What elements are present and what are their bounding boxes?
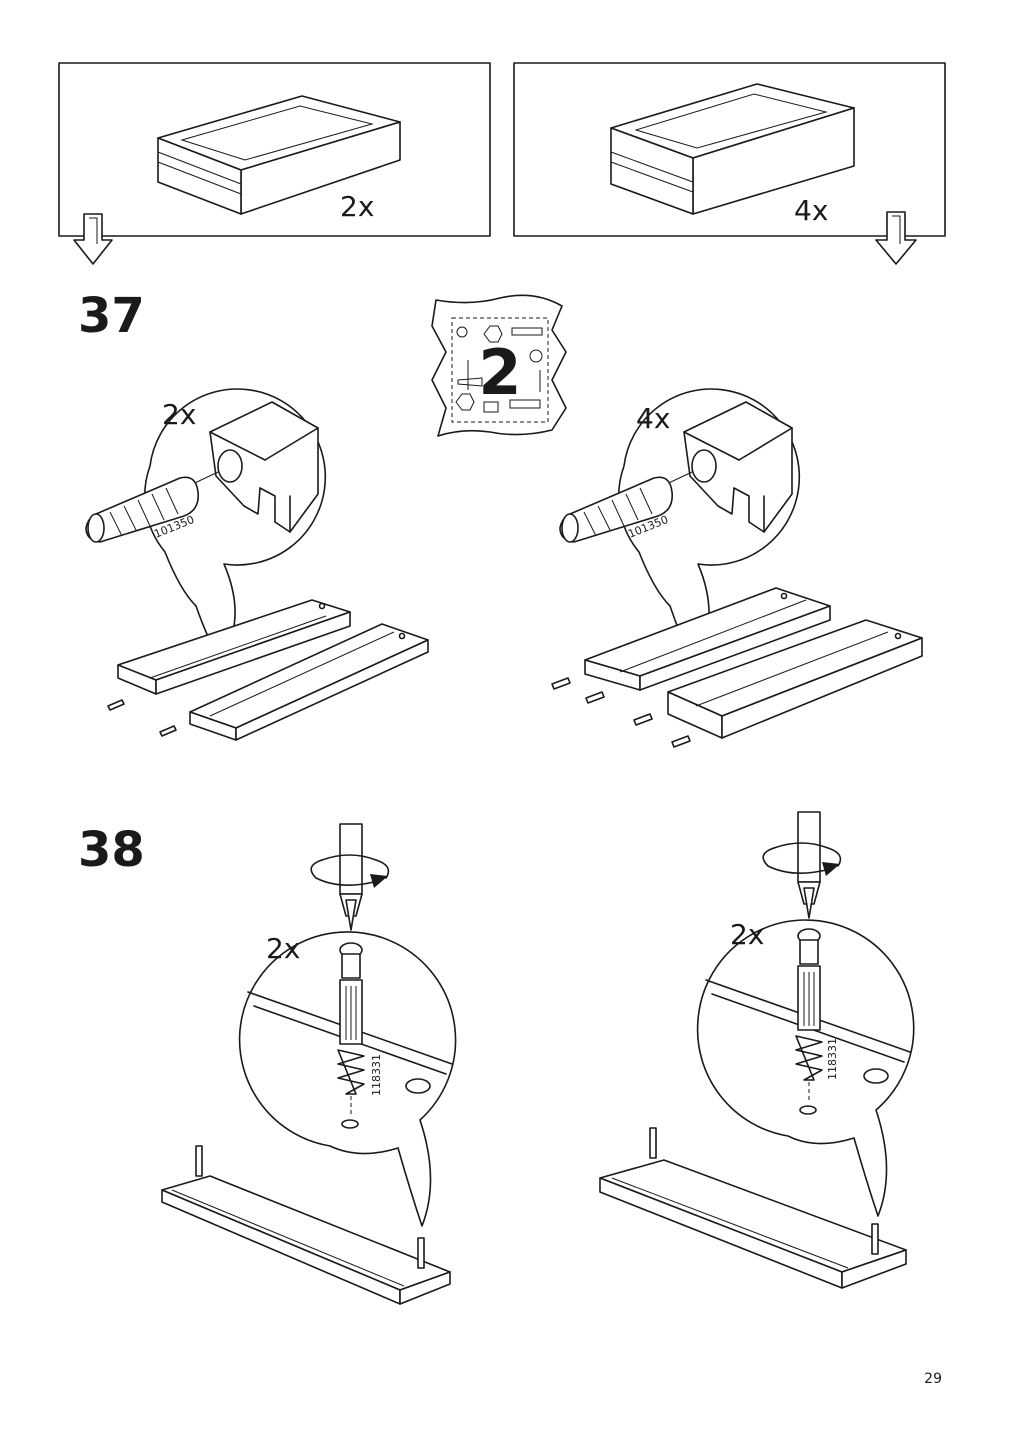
panel-edge-closeup — [179, 401, 319, 533]
screwdriver-icon — [797, 811, 821, 919]
quantity-label: 2x — [266, 932, 300, 965]
drawer-front-panel — [599, 1159, 907, 1289]
drawer-front-panel — [161, 1175, 451, 1305]
shallow-drawer-illustration — [157, 95, 401, 215]
installed-dowel-pins — [195, 1145, 425, 1269]
drawer-rail-pair — [117, 599, 429, 741]
down-arrow-icon — [875, 211, 917, 265]
panel-edge-closeup — [653, 401, 793, 533]
quantity-label: 4x — [636, 402, 670, 435]
quantity-label: 2x — [730, 918, 764, 951]
wooden-dowel-101350 — [559, 476, 674, 543]
part-number: 118331 — [826, 1038, 839, 1080]
step-number: 38 — [78, 822, 145, 878]
step38-left-illustration: 118331 2x — [161, 823, 457, 1305]
wooden-dowel-101350 — [85, 476, 200, 543]
installed-dowel-pins — [649, 1127, 879, 1255]
rotate-clockwise-icon — [310, 854, 390, 888]
panel-quantity: 2x — [340, 190, 374, 223]
screwdriver-icon — [339, 823, 363, 931]
down-arrow-icon — [73, 213, 113, 265]
quantity-label: 2x — [162, 398, 196, 431]
deep-drawer-illustration — [610, 83, 855, 215]
step-number: 37 — [78, 288, 145, 344]
hardware-bag-icon: 2 — [431, 294, 567, 437]
page-number: 29 — [924, 1371, 942, 1387]
panel-quantity: 4x — [794, 194, 828, 227]
panel-drawer-4x: 4x — [513, 62, 946, 265]
bag-number: 2 — [478, 336, 521, 409]
panel-drawer-2x: 2x — [58, 62, 491, 265]
step37-right-illustration: 101350 4x — [551, 388, 923, 748]
dowel-pins — [551, 677, 691, 748]
dowel-pins — [107, 699, 177, 737]
step37-left-illustration: 101350 2x — [85, 388, 429, 741]
step38-right-illustration: 118331 2x — [599, 811, 915, 1289]
part-number: 118331 — [370, 1054, 383, 1096]
cam-lock-dowel-118331 — [795, 928, 823, 1100]
rotate-clockwise-icon — [762, 842, 842, 876]
drawer-rail-pair — [584, 587, 923, 739]
cam-lock-dowel-118331 — [337, 942, 365, 1114]
